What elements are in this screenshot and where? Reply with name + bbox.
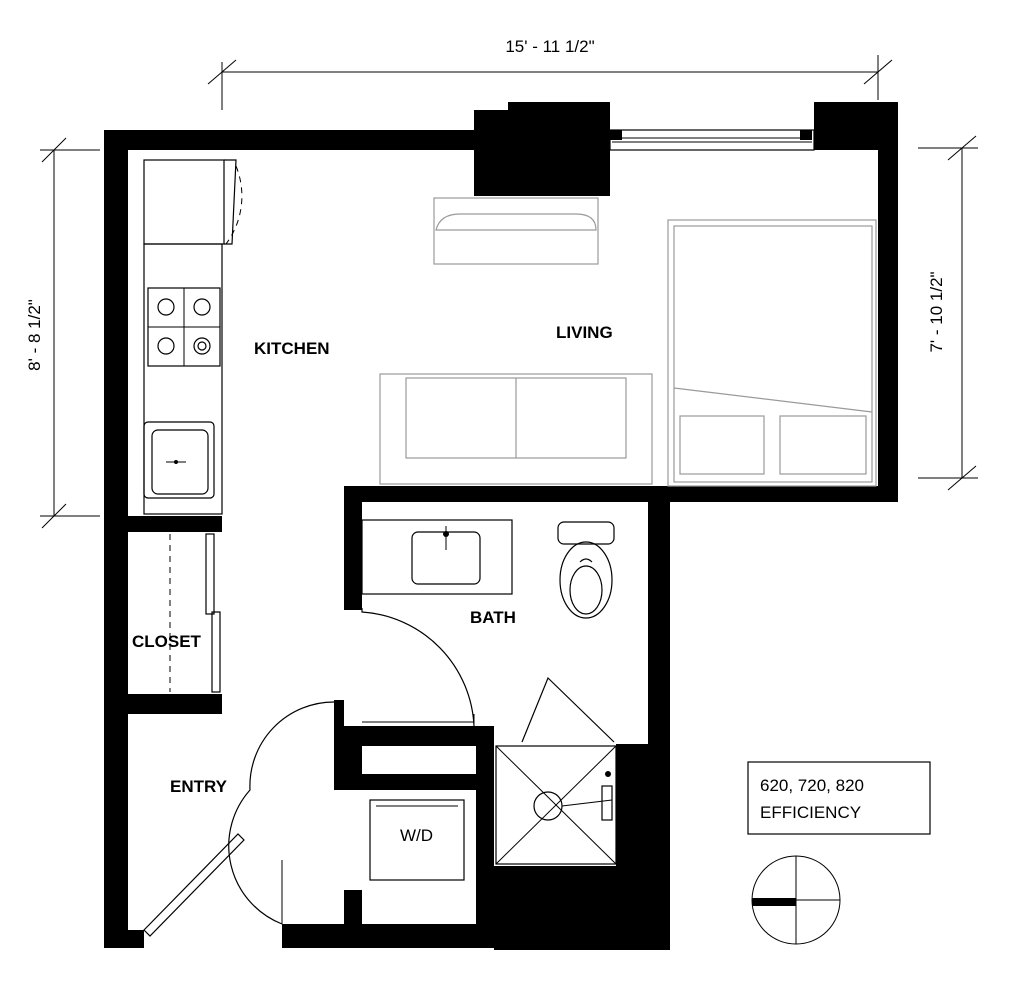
dimension-right: 7' - 10 1/2": [918, 135, 978, 491]
tv-console: [433, 197, 599, 265]
legend-plan-type: EFFICIENCY: [760, 803, 861, 822]
room-label-living: LIVING: [556, 323, 613, 342]
key-plan-compass-icon: [751, 855, 841, 945]
room-label-washer-dryer: W/D: [400, 826, 433, 845]
entry-fixtures: [143, 701, 465, 937]
bed: [667, 219, 877, 487]
living-furniture: [379, 197, 877, 487]
room-label-bath: BATH: [470, 608, 516, 627]
dimension-left-label: 8' - 8 1/2": [25, 299, 44, 371]
bath-fixtures: [361, 519, 617, 865]
dimension-left: 8' - 8 1/2": [25, 137, 100, 529]
refrigerator: [143, 159, 225, 245]
kitchen-sink: [143, 421, 215, 499]
bath-vanity: [361, 519, 513, 595]
closet-fixtures: [169, 533, 221, 693]
walls: [104, 102, 898, 950]
unit-legend: 620, 720, 820 EFFICIENCY: [747, 761, 931, 835]
toilet: [557, 521, 615, 545]
room-label-entry: ENTRY: [170, 777, 228, 796]
legend-units: 620, 720, 820: [760, 776, 864, 795]
kitchen-fixtures: [143, 159, 243, 515]
dimension-top: 15' - 11 1/2": [207, 37, 893, 110]
dimension-top-label: 15' - 11 1/2": [505, 37, 594, 56]
dimension-right-label: 7' - 10 1/2": [927, 271, 946, 352]
washer-dryer: [369, 799, 465, 881]
room-label-kitchen: KITCHEN: [254, 339, 330, 358]
sofa: [379, 373, 653, 485]
shower: [495, 745, 617, 865]
room-label-closet: CLOSET: [132, 632, 202, 651]
